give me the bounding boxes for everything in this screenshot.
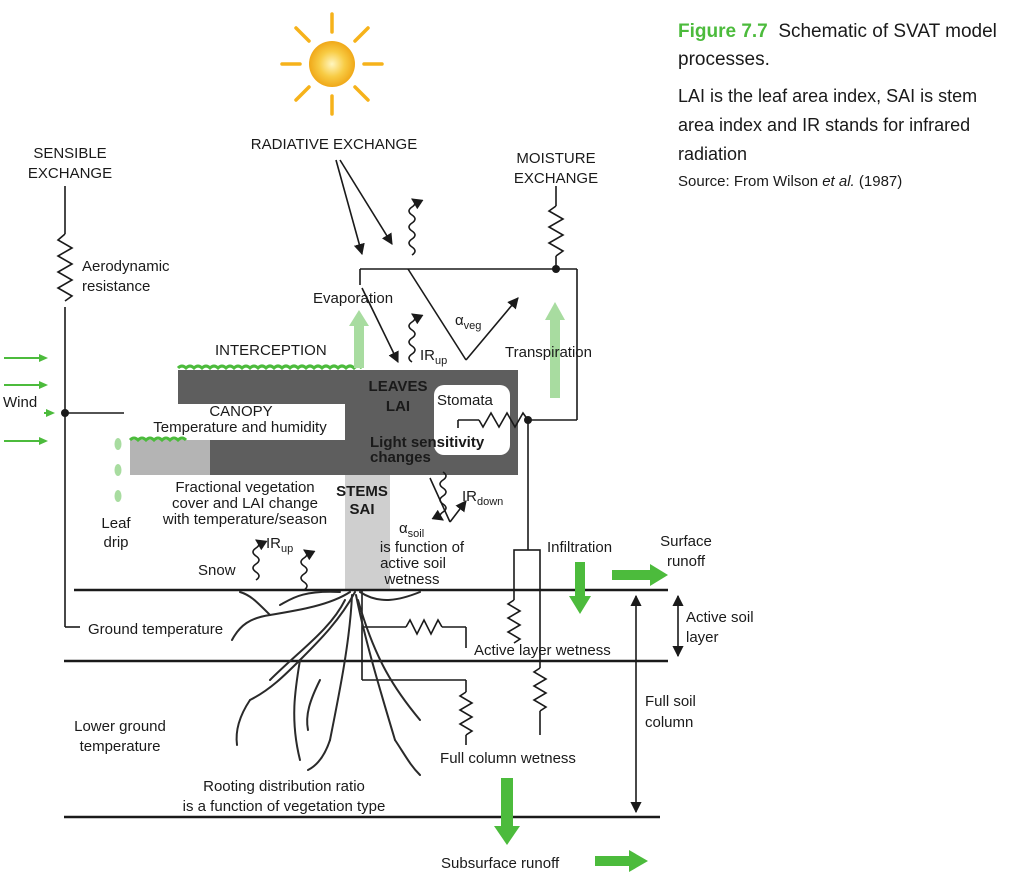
interception-label: INTERCEPTION xyxy=(215,342,327,359)
figure-label: Figure 7.7 xyxy=(678,21,768,42)
moisture-exchange-label-2: EXCHANGE xyxy=(514,170,598,187)
caption-description: LAI is the leaf area index, SAI is stem … xyxy=(678,86,978,164)
figure-caption: Figure 7.7 Schematic of SVAT model proce… xyxy=(678,18,1008,193)
light-sensitivity-label-2: changes xyxy=(370,449,431,466)
full-soil-column-label-1: Full soil xyxy=(645,693,696,710)
wind-label: Wind xyxy=(3,394,37,411)
leaf-drip-label-1: Leaf xyxy=(101,515,131,532)
sun-icon xyxy=(280,12,384,116)
ir-down-label: IRdown xyxy=(462,488,503,508)
sensible-exchange-path xyxy=(56,186,124,628)
active-layer-wetness-label: Active layer wetness xyxy=(474,642,611,659)
ir-up-ground-label: IRup xyxy=(266,535,293,555)
soil-albedo-label-2: is function of xyxy=(380,539,465,556)
aerodynamic-label-1: Aerodynamic xyxy=(82,258,170,275)
active-soil-layer-label-1: Active soil xyxy=(686,609,754,626)
fractional-label-2: cover and LAI change xyxy=(172,495,318,512)
canopy-droplets xyxy=(128,436,188,443)
ir-up-canopy-label: IRup xyxy=(420,347,447,367)
aerodynamic-label-2: resistance xyxy=(82,278,150,295)
caption-source: Source: From Wilson et al. (1987) xyxy=(678,173,903,190)
leaf-drip-label-2: drip xyxy=(103,534,128,551)
rooting-label-1: Rooting distribution ratio xyxy=(203,778,365,795)
radiative-arrows xyxy=(335,159,424,256)
soil-resistances xyxy=(361,549,548,745)
full-soil-column-label-2: column xyxy=(645,714,693,731)
fractional-label-1: Fractional vegetation xyxy=(175,479,314,496)
transpiration-label: Transpiration xyxy=(505,344,592,361)
infiltration-arrow xyxy=(569,562,591,614)
transpiration-green-arrow xyxy=(545,302,565,398)
light-sensitivity-label-1: Light sensitivity xyxy=(370,434,485,451)
fractional-label-3: with temperature/season xyxy=(162,511,327,528)
surface-runoff-arrow xyxy=(612,564,668,586)
leaf-drip-droplets xyxy=(114,438,122,502)
alpha-veg-label: αveg xyxy=(455,312,481,332)
canopy-block xyxy=(122,370,518,590)
ground-temperature-label: Ground temperature xyxy=(88,621,223,638)
soil-albedo-label-3: active soil xyxy=(380,555,446,572)
temp-humidity-label: Temperature and humidity xyxy=(153,419,327,436)
below-canopy-radiation xyxy=(252,471,467,591)
radiative-exchange-label: RADIATIVE EXCHANGE xyxy=(251,136,417,153)
sensible-exchange-label-2: EXCHANGE xyxy=(28,165,112,182)
surface-runoff-label-2: runoff xyxy=(667,553,706,570)
resistance-network xyxy=(359,186,578,550)
moisture-exchange-label-1: MOISTURE xyxy=(516,150,595,167)
lai-label: LAI xyxy=(386,398,410,415)
root-system xyxy=(231,590,421,776)
lower-ground-label-1: Lower ground xyxy=(74,718,166,735)
canopy-label: CANOPY xyxy=(209,403,272,420)
subsurface-runoff-arrow xyxy=(595,850,648,872)
evaporation-green-arrow xyxy=(349,310,369,368)
active-soil-layer-label-2: layer xyxy=(686,629,719,646)
subsurface-runoff-label: Subsurface runoff xyxy=(441,855,560,872)
surface-runoff-label-1: Surface xyxy=(660,533,712,550)
stems-label: STEMS xyxy=(336,483,388,500)
stomata-label: Stomata xyxy=(437,392,494,409)
caption-title: Schematic of SVAT model processes. xyxy=(678,21,997,70)
evaporation-albedo xyxy=(361,268,519,364)
leaves-label: LEAVES xyxy=(369,378,428,395)
sensible-exchange-label-1: SENSIBLE xyxy=(33,145,106,162)
sai-label: SAI xyxy=(349,501,374,518)
snow-label: Snow xyxy=(198,562,236,579)
lower-ground-label-2: temperature xyxy=(80,738,161,755)
interception-droplets xyxy=(176,364,364,371)
caption-title-line: Figure 7.7 Schematic of SVAT model proce… xyxy=(678,18,1008,74)
soil-albedo-label-4: wetness xyxy=(383,571,439,588)
wind-arrows xyxy=(4,354,55,445)
alpha-soil-label: αsoil xyxy=(399,520,424,540)
evaporation-label: Evaporation xyxy=(313,290,393,307)
rooting-label-2: is a function of vegetation type xyxy=(183,798,386,815)
full-column-wetness-label: Full column wetness xyxy=(440,750,576,767)
subsurface-drop-arrow xyxy=(494,778,520,845)
infiltration-label: Infiltration xyxy=(547,539,612,556)
